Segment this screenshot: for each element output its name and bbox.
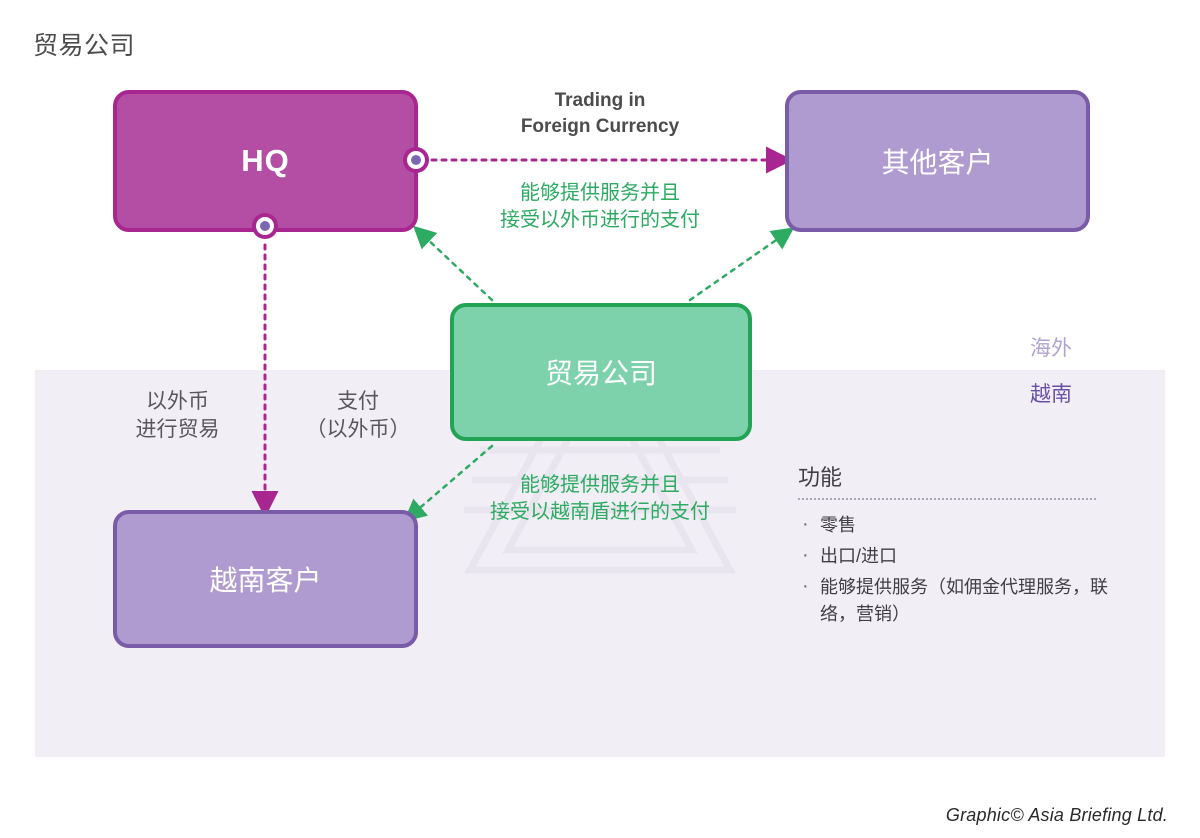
node-trading-company[interactable]: 贸易公司 xyxy=(450,303,752,441)
label-service-foreign-currency: 能够提供服务并且 接受以外币进行的支付 xyxy=(430,180,770,234)
node-hq[interactable]: HQ xyxy=(113,90,418,232)
label-trading-fx-line1: Trading in xyxy=(554,90,646,111)
region-label-vietnam: 越南 xyxy=(1030,383,1072,406)
node-hq-label: HQ xyxy=(241,143,290,178)
functions-list: 零售 出口/进口 能够提供服务（如佣金代理服务，联络，营销） xyxy=(798,509,1118,628)
label-service-fx-line2: 接受以外币进行的支付 xyxy=(500,209,700,231)
connector-dot-hq-right[interactable] xyxy=(403,147,429,173)
label-service-vnd-line2: 接受以越南盾进行的支付 xyxy=(490,501,710,523)
node-other-clients-label: 其他客户 xyxy=(881,147,994,178)
footer-credit: Graphic© Asia Briefing Ltd. xyxy=(945,805,1168,825)
connector-dot-hq-bottom[interactable] xyxy=(252,213,278,239)
node-trading-company-label: 贸易公司 xyxy=(544,358,657,389)
label-service-vnd-line1: 能够提供服务并且 xyxy=(520,474,680,496)
label-service-vietnam-dong: 能够提供服务并且 接受以越南盾进行的支付 xyxy=(430,472,770,526)
edge-trading-co-to-other-clients xyxy=(688,227,795,302)
list-item: 出口/进口 xyxy=(798,540,1118,570)
label-trade-in-foreign-currency: 以外币 进行贸易 xyxy=(100,388,255,445)
functions-divider xyxy=(798,498,1096,500)
label-payment-fx-line2: （以外币） xyxy=(305,418,411,442)
page-title: 贸易公司 xyxy=(33,32,136,60)
label-payment-foreign-currency: 支付 （以外币） xyxy=(278,388,438,445)
label-trading-in-foreign-currency: Trading in Foreign Currency xyxy=(440,88,760,139)
node-vietnam-clients[interactable]: 越南客户 xyxy=(113,510,418,648)
functions-panel: 功能 零售 出口/进口 能够提供服务（如佣金代理服务，联络，营销） xyxy=(798,460,1118,632)
node-vietnam-clients-label: 越南客户 xyxy=(209,565,322,596)
label-service-fx-line1: 能够提供服务并且 xyxy=(520,182,680,204)
label-trade-fx-line1: 以外币 xyxy=(146,390,209,413)
functions-title: 功能 xyxy=(798,465,843,490)
list-item: 能够提供服务（如佣金代理服务，联络，营销） xyxy=(798,571,1118,628)
region-label-overseas: 海外 xyxy=(1030,337,1072,360)
node-other-clients[interactable]: 其他客户 xyxy=(785,90,1090,232)
label-trading-fx-line2: Foreign Currency xyxy=(520,115,680,137)
edge-trading-co-to-hq xyxy=(413,225,494,302)
label-trade-fx-line2: 进行贸易 xyxy=(135,418,220,442)
label-payment-fx-line1: 支付 xyxy=(337,390,379,413)
list-item: 零售 xyxy=(798,509,1118,539)
